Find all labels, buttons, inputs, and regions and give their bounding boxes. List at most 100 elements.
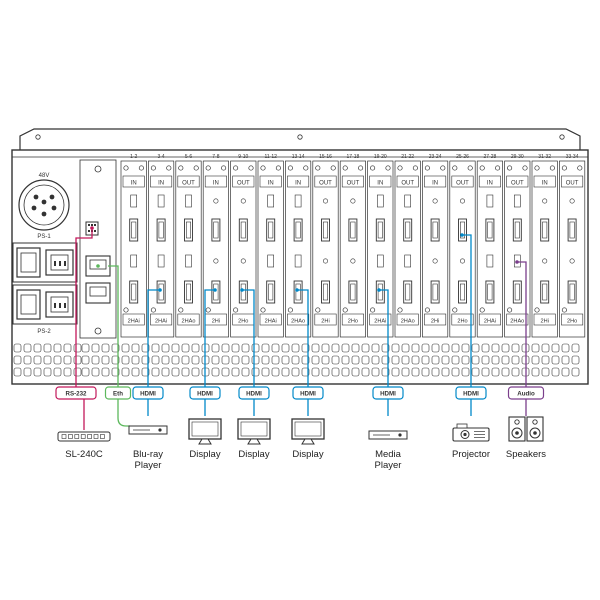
card-screw [303,165,309,171]
vent-slot [401,367,410,377]
vent-slot [491,343,500,353]
vent-slot [451,367,460,377]
card-screw [205,165,211,171]
cable-hdmi: HDMI [455,233,487,416]
card-screw [248,165,254,171]
audio-terminal[interactable] [486,194,494,208]
card-screw [166,165,172,171]
module-screw [94,327,102,335]
vent-slot [511,367,520,377]
device-label: Display [292,449,323,460]
vent-slot [131,355,140,365]
audio-terminal[interactable] [267,254,275,268]
vent-slot [401,343,410,353]
audio-terminal[interactable] [185,254,192,268]
vent-slot [101,367,110,377]
vent-slot [241,355,250,365]
io-cards: IN2HAiIN2HAiOUT2HAoIN2HiOUT2HoIN2HAiIN2H… [120,160,586,338]
card-screw [452,165,458,171]
status-led [322,198,328,204]
slot-direction-label: OUT [511,181,524,187]
audio-terminal[interactable] [376,194,384,208]
cable-audio: Audio [507,260,545,416]
card-screw [205,307,211,313]
vent-slot [221,367,230,377]
vent-slot [271,343,280,353]
cable-endpoint [460,233,464,237]
vent-slot [351,355,360,365]
audio-terminal[interactable] [404,194,412,208]
vent-slot [361,355,370,365]
cable-type-label: HDMI [246,391,262,398]
vent-slot [551,355,560,365]
cable-hdmi: HDMI [372,288,404,416]
status-led [432,198,438,204]
vent-slot [361,343,370,353]
vent-slot [391,367,400,377]
card-screw [150,307,156,313]
audio-terminal[interactable] [130,254,137,268]
vent-slot [101,355,110,365]
vent-slot [561,343,570,353]
card-screw [123,307,129,313]
vent-slot [181,343,190,353]
control-panel-icon [57,431,111,442]
vent-slot [511,355,520,365]
audio-terminal[interactable] [486,254,494,268]
vent-slot [111,355,120,365]
cable-eth: Eth [96,264,132,427]
card-screw [467,165,473,171]
slot-pair-label: 7-8 [212,154,219,160]
status-led [213,258,219,264]
card-screw [138,165,144,171]
slot-pair-label: 5-6 [185,154,192,160]
vent-slot [551,343,560,353]
vent-slot [551,367,560,377]
card-screw [260,165,266,171]
vent-slot [291,355,300,365]
vent-slot [63,367,72,377]
vent-slot [431,355,440,365]
audio-terminal[interactable] [294,254,302,268]
card-screw [315,165,321,171]
vent-slot [441,367,450,377]
card-screw [260,307,266,313]
vent-slot [23,355,32,365]
cable-endpoint [90,226,94,230]
vent-slot [321,343,330,353]
vent-slot [391,343,400,353]
audio-terminal[interactable] [513,194,521,208]
cable-hdmi: HDMI [238,288,270,416]
vent-slot [121,367,130,377]
bracket-screw [297,134,303,140]
slot-pair-label: 11-12 [264,154,277,160]
card-type-label: 2Ho [457,319,467,325]
vent-slot [141,355,150,365]
vent-slot [411,367,420,377]
vent-slot [191,343,200,353]
vent-slot [351,343,360,353]
vent-slot [541,367,550,377]
audio-terminal[interactable] [157,254,165,268]
status-led [569,258,575,264]
card-screw [424,307,430,313]
vent-slot [261,355,270,365]
audio-terminal[interactable] [130,194,137,208]
vent-slot [431,343,440,353]
vent-slot [301,355,310,365]
audio-terminal[interactable] [404,254,412,268]
audio-terminal[interactable] [185,194,192,208]
control-module [79,159,117,339]
vent-slot [23,343,32,353]
audio-terminal[interactable] [267,194,275,208]
audio-terminal[interactable] [294,194,302,208]
vent-slot [371,343,380,353]
cable-type-badge [189,386,221,400]
vent-slot [291,343,300,353]
audio-terminal[interactable] [157,194,165,208]
vent-slot [341,343,350,353]
audio-terminal[interactable] [376,254,384,268]
bracket-screw [35,134,41,140]
